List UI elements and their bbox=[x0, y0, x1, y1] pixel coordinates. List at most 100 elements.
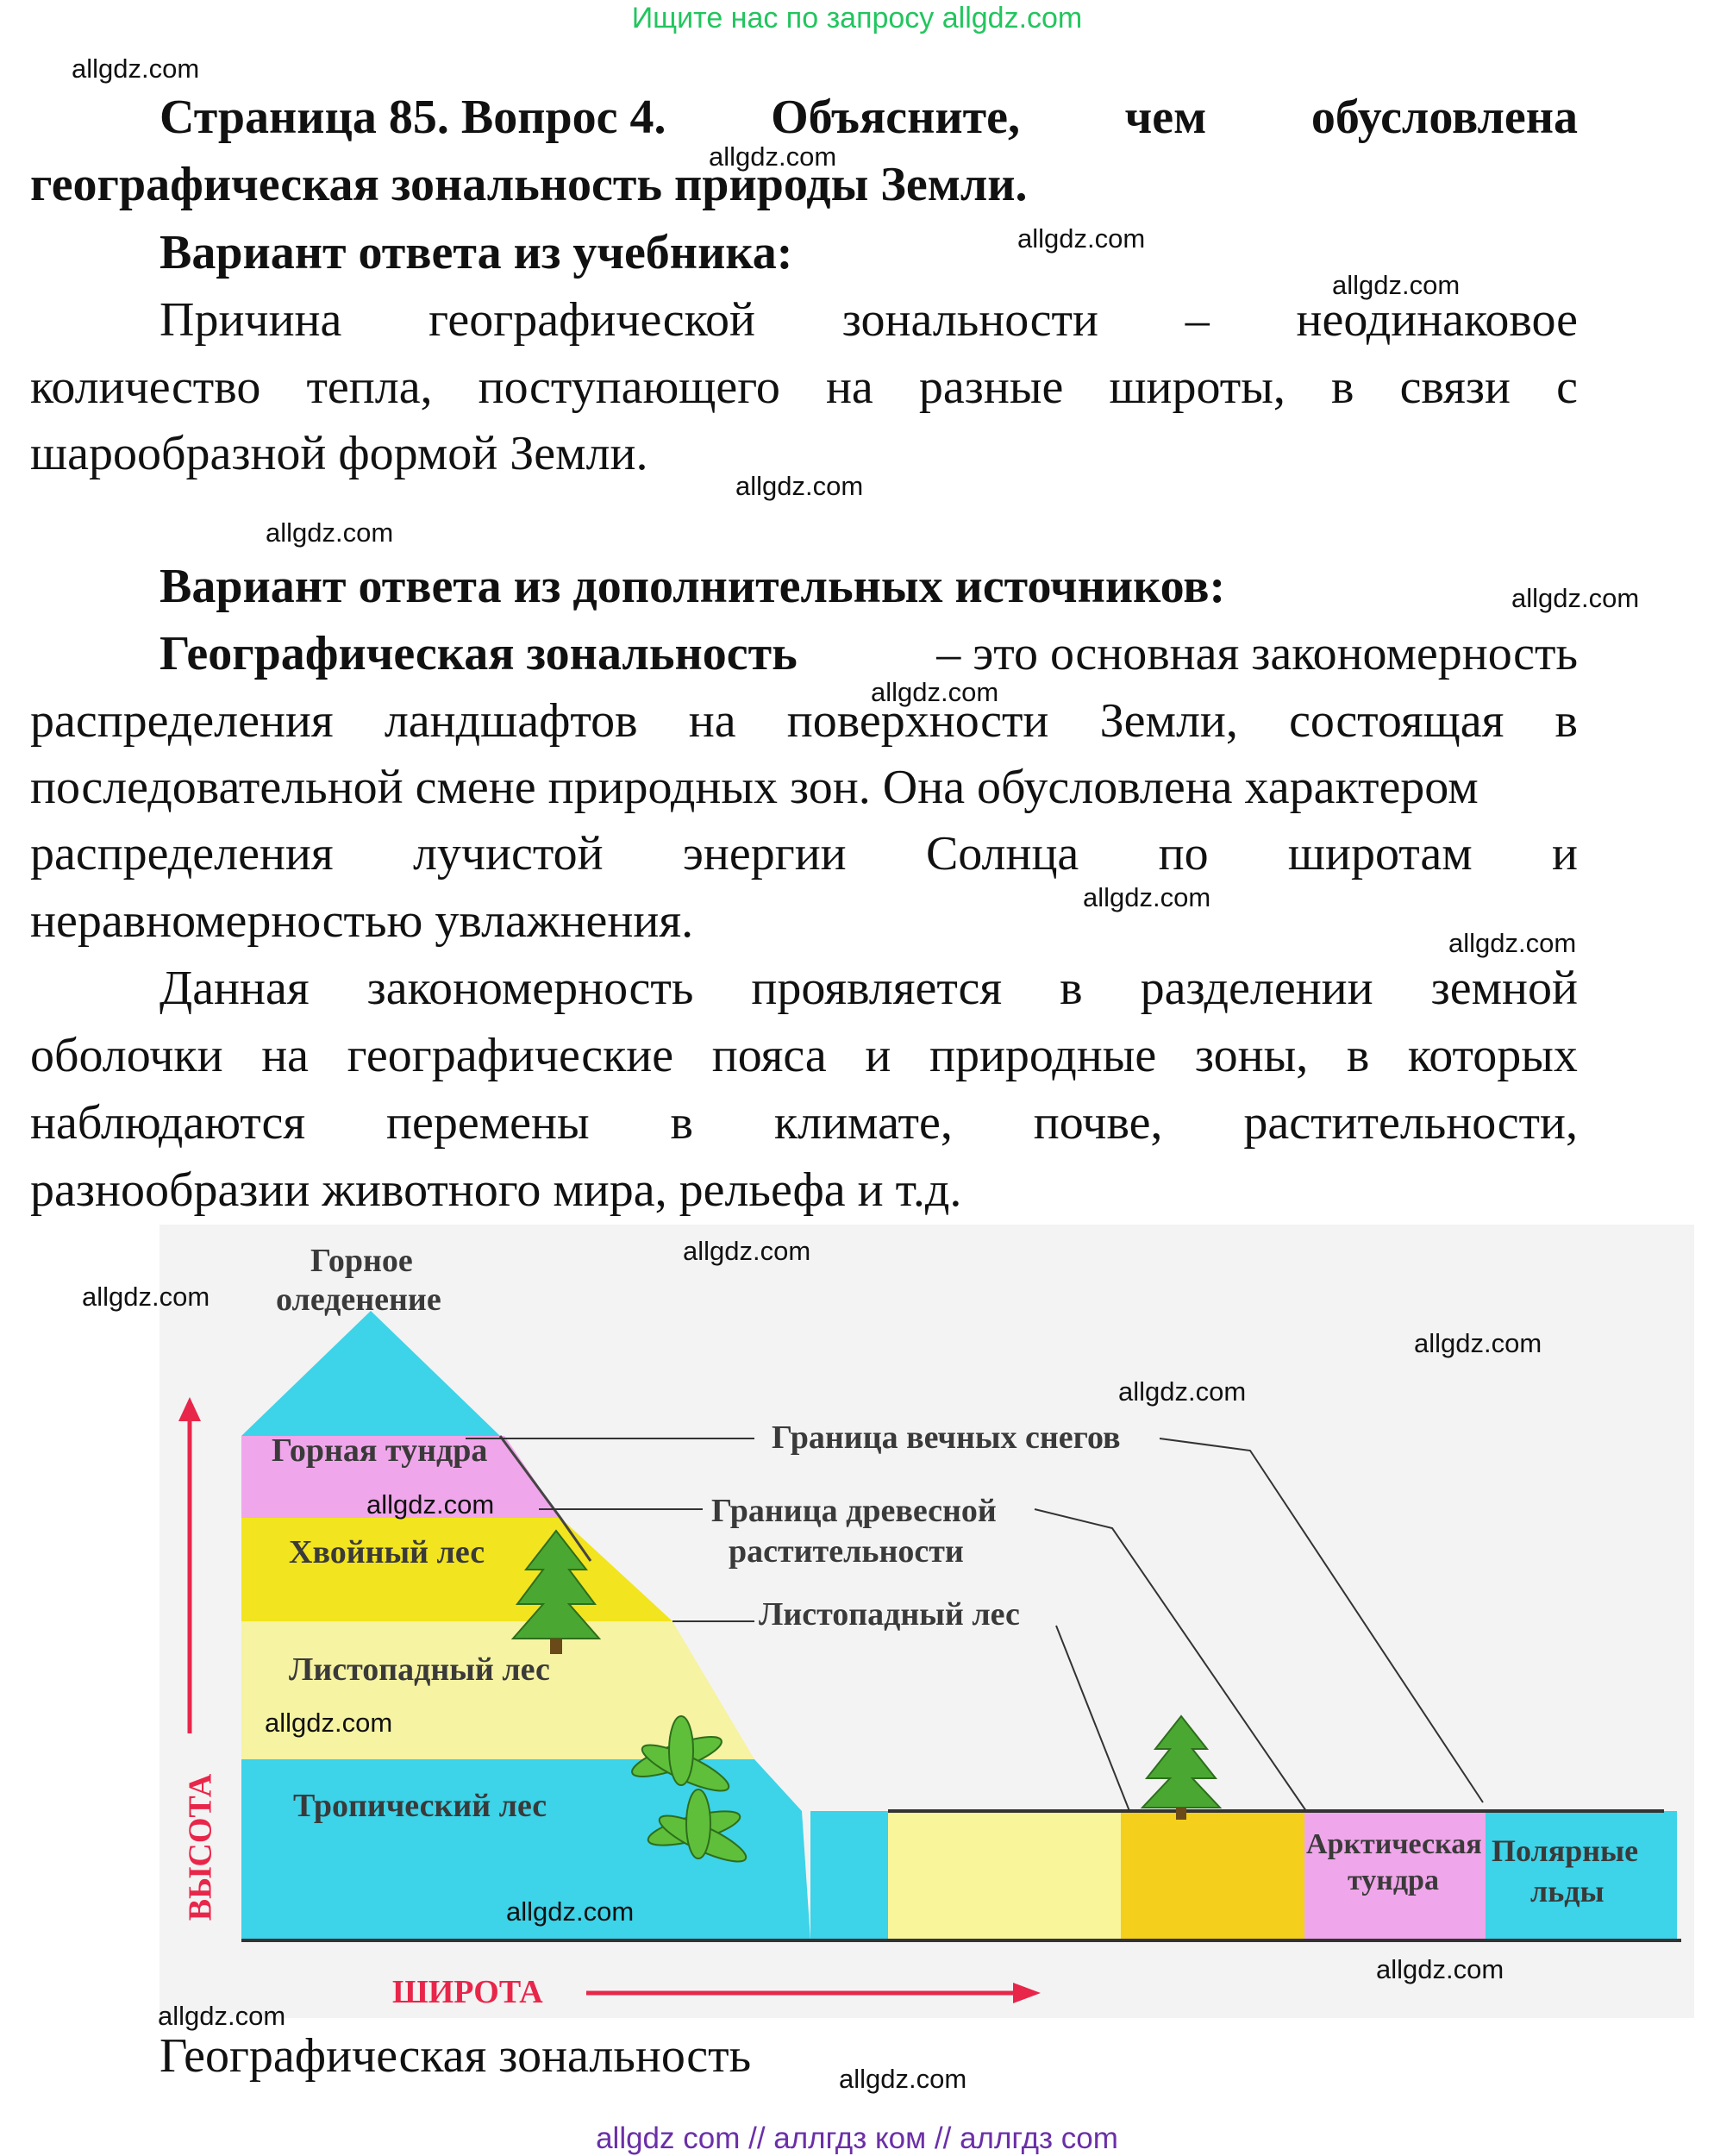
word: которых bbox=[1407, 1029, 1578, 1082]
word: наблюдаются bbox=[30, 1096, 306, 1150]
label-polar-ice: Полярные bbox=[1492, 1833, 1639, 1868]
zonality-diagram: Горное оледенение Горная тундра Хвойный … bbox=[160, 1225, 1694, 2018]
label-mountain-glaciation: Горное bbox=[310, 1243, 413, 1279]
word: закономерность bbox=[366, 962, 694, 1015]
plain-conifer-zone bbox=[1121, 1811, 1304, 1940]
word: оболочки bbox=[30, 1029, 223, 1082]
label-arctic-tundra: Арктическая bbox=[1306, 1828, 1482, 1860]
label-polar-ice-2: льды bbox=[1530, 1874, 1605, 1908]
word: поступающего bbox=[478, 360, 780, 414]
label-tropical: Тропический лес bbox=[293, 1788, 547, 1824]
word: пояса bbox=[711, 1029, 827, 1082]
extra-p1-line-5: неравномерностью увлажнения. bbox=[30, 894, 694, 948]
watermark: allgdz.com bbox=[709, 141, 837, 172]
word: широтам bbox=[1287, 827, 1473, 881]
watermark: allgdz.com bbox=[735, 471, 864, 501]
conifer-tree-icon bbox=[510, 1529, 602, 1654]
watermark: allgdz.com bbox=[871, 677, 999, 707]
watermark: allgdz.com bbox=[1511, 583, 1640, 613]
word: Данная bbox=[160, 962, 310, 1015]
term: Географическая зональность bbox=[160, 627, 798, 680]
word: с bbox=[1556, 360, 1578, 414]
glacier-zone bbox=[241, 1311, 500, 1436]
watermark: allgdz.com bbox=[366, 1489, 495, 1520]
watermark: allgdz.com bbox=[265, 1708, 393, 1738]
footer-links[interactable]: allgdz com // аллгдз ком // аллгдз com bbox=[596, 2122, 1118, 2155]
word: – bbox=[1185, 293, 1210, 347]
latitude-axis-arrowhead bbox=[1013, 1983, 1041, 2003]
watermark: allgdz.com bbox=[506, 1896, 635, 1927]
slope-line bbox=[498, 1435, 592, 1562]
search-hint: Ищите нас по запросу allgdz.com bbox=[631, 2, 1083, 34]
word: неодинаковое bbox=[1296, 293, 1578, 347]
textbook-line-1: Причина географической зональности – нео… bbox=[160, 292, 1578, 348]
question-part: Объясните, bbox=[771, 91, 1020, 144]
watermark: allgdz.com bbox=[1414, 1328, 1542, 1358]
word: ландшафтов bbox=[384, 694, 638, 748]
label-mountain-glaciation-2: оледенение bbox=[276, 1282, 441, 1318]
palm-tree-icon bbox=[647, 1789, 748, 1863]
extra-p1-line-2: распределения ландшафтов на поверхности … bbox=[30, 693, 1578, 749]
watermark: allgdz.com bbox=[839, 2064, 967, 2094]
heading-text: Вариант ответа из учебника: bbox=[160, 226, 793, 279]
word: природные bbox=[929, 1029, 1157, 1082]
watermark: allgdz.com bbox=[266, 517, 394, 548]
extra-p1-line-3: последовательной смене природных зон. Он… bbox=[30, 761, 1479, 814]
extra-p2-line-1: Данная закономерность проявляется в разд… bbox=[160, 961, 1578, 1016]
label-coniferous: Хвойный лес bbox=[289, 1534, 485, 1570]
watermark: allgdz.com bbox=[1118, 1376, 1247, 1407]
word: количество bbox=[30, 360, 261, 414]
word: растительности, bbox=[1243, 1096, 1578, 1150]
word: широты, bbox=[1109, 360, 1286, 414]
plain-deciduous-zone bbox=[888, 1811, 1121, 1940]
palm-tree-icon bbox=[631, 1715, 730, 1792]
word: связи bbox=[1399, 360, 1511, 414]
word: зоны, bbox=[1194, 1029, 1309, 1082]
watermark: allgdz.com bbox=[1017, 223, 1146, 254]
snow-line-pointer-right bbox=[1159, 1438, 1484, 1803]
label-arctic-tundra-2: тундра bbox=[1348, 1865, 1439, 1896]
tropical-zone bbox=[241, 1759, 810, 1940]
question-part: Страница 85. Вопрос 4. bbox=[160, 91, 666, 144]
label-mountain-tundra: Горная тундра bbox=[272, 1432, 488, 1469]
question-line-2: географическая зональность природы Земли… bbox=[30, 157, 1578, 212]
word: по bbox=[1158, 827, 1209, 881]
watermark: allgdz.com bbox=[683, 1236, 811, 1266]
word: Солнца bbox=[925, 827, 1079, 881]
figure-caption: Географическая зональность bbox=[160, 2029, 752, 2083]
word: географической bbox=[428, 293, 755, 347]
label-snow-line: Граница вечных снегов bbox=[772, 1420, 1121, 1456]
word: почве, bbox=[1033, 1096, 1163, 1150]
height-axis-arrowhead bbox=[178, 1397, 201, 1421]
label-axis-latitude: ШИРОТА bbox=[392, 1974, 543, 2010]
word: на bbox=[688, 694, 736, 748]
watermark: allgdz.com bbox=[1376, 1954, 1504, 1984]
word: перемены bbox=[386, 1096, 590, 1150]
word: на bbox=[261, 1029, 310, 1082]
word: распределения bbox=[30, 694, 334, 748]
word: на bbox=[825, 360, 873, 414]
polar-ice-zone bbox=[1486, 1811, 1677, 1940]
extra-p2-line-3: наблюдаются перемены в климате, почве, р… bbox=[30, 1095, 1578, 1150]
word: состоящая bbox=[1289, 694, 1504, 748]
watermark: allgdz.com bbox=[158, 2001, 286, 2031]
question-line-1: Страница 85. Вопрос 4. Объясните, чем об… bbox=[160, 90, 1578, 145]
word: зональности bbox=[841, 293, 1098, 347]
textbook-line-3: шарообразной формой Земли. bbox=[30, 427, 648, 480]
watermark: allgdz.com bbox=[1448, 928, 1577, 958]
conifer-tree-icon bbox=[1140, 1714, 1223, 1820]
question-part: чем bbox=[1124, 91, 1207, 144]
watermark: allgdz.com bbox=[1083, 882, 1211, 912]
question-text: географическая зональность природы Земли… bbox=[30, 158, 1028, 211]
zonality-diagram-svg bbox=[178, 1311, 1681, 2003]
word: поверхности bbox=[786, 694, 1049, 748]
label-deciduous-right: Листопадный лес bbox=[759, 1596, 1020, 1633]
word: тепла, bbox=[306, 360, 433, 414]
extra-p1-line-4: распределения лучистой энергии Солнца по… bbox=[30, 826, 1578, 881]
word: Причина bbox=[160, 293, 342, 347]
question-part: обусловлена bbox=[1311, 91, 1578, 144]
mountain-tundra-zone bbox=[241, 1436, 560, 1518]
watermark: allgdz.com bbox=[72, 53, 200, 84]
word: в bbox=[670, 1096, 693, 1150]
word: географические bbox=[347, 1029, 674, 1082]
